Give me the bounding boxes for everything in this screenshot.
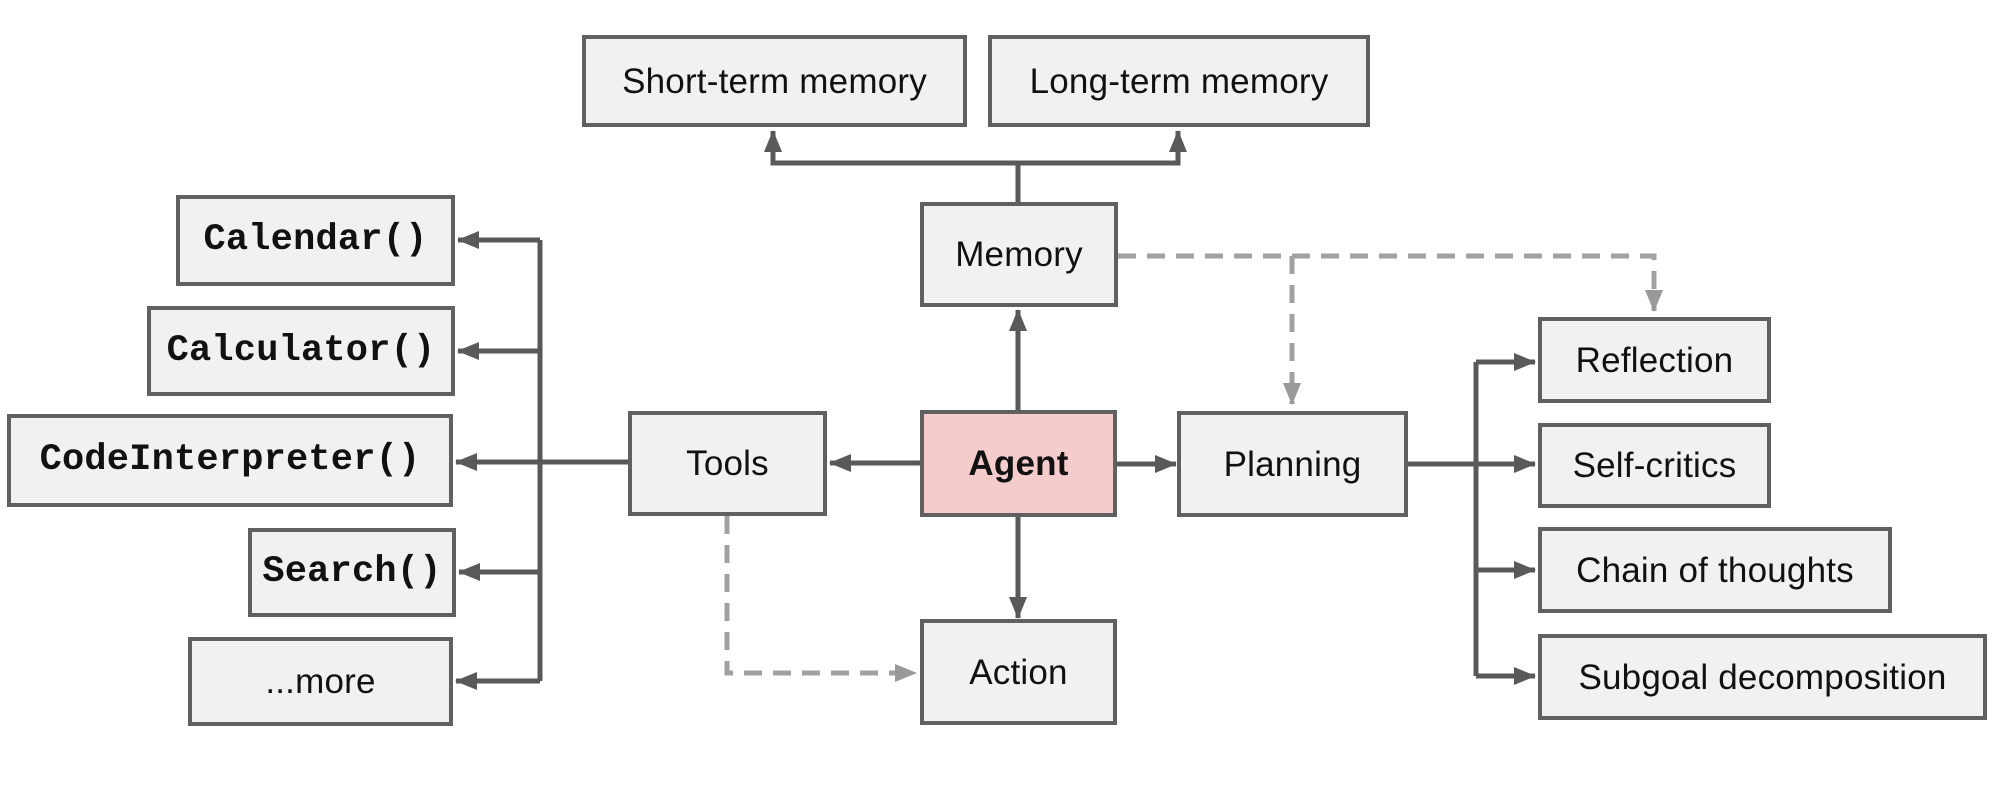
node-agent: Agent [920,410,1117,517]
subgoal-decomposition-label: Subgoal decomposition [1578,657,1947,697]
node-calendar: Calendar() [176,195,455,286]
node-calculator: Calculator() [147,306,455,396]
planning-label: Planning [1223,444,1362,484]
node-chain-of-thoughts: Chain of thoughts [1538,527,1892,613]
memory-label: Memory [955,235,1083,274]
node-planning: Planning [1177,411,1408,517]
edge-memory-to-long-term-memory [1015,130,1187,202]
tools-label: Tools [686,444,769,483]
reflection-label: Reflection [1575,340,1734,380]
node-long-term-memory: Long-term memory [988,35,1370,127]
node-self-critics: Self-critics [1538,423,1771,508]
dashed-edge-memory-to-reflection [1118,253,1663,312]
node-more-tools: ...more [188,637,453,726]
long-term-memory-label: Long-term memory [1029,61,1329,101]
node-action: Action [920,619,1117,725]
agent-label: Agent [968,444,1069,483]
self-critics-label: Self-critics [1572,446,1737,485]
node-reflection: Reflection [1538,317,1771,403]
more-tools-label: ...more [265,662,376,701]
calculator-label: Calculator() [166,329,436,372]
node-memory: Memory [920,202,1118,307]
node-short-term-memory: Short-term memory [582,35,967,127]
code-interpreter-label: CodeInterpreter() [39,439,421,481]
search-label: Search() [262,551,442,593]
dashed-edge-tools-to-action [724,516,917,682]
node-subgoal-decomposition: Subgoal decomposition [1538,634,1987,720]
short-term-memory-label: Short-term memory [622,61,927,101]
node-tools: Tools [628,411,827,516]
calendar-label: Calendar() [203,219,428,261]
chain-of-thoughts-label: Chain of thoughts [1576,550,1854,590]
edge-memory-to-short-term-memory [764,130,1021,202]
node-code-interpreter: CodeInterpreter() [7,414,453,507]
action-label: Action [969,652,1068,692]
node-search: Search() [248,528,456,617]
